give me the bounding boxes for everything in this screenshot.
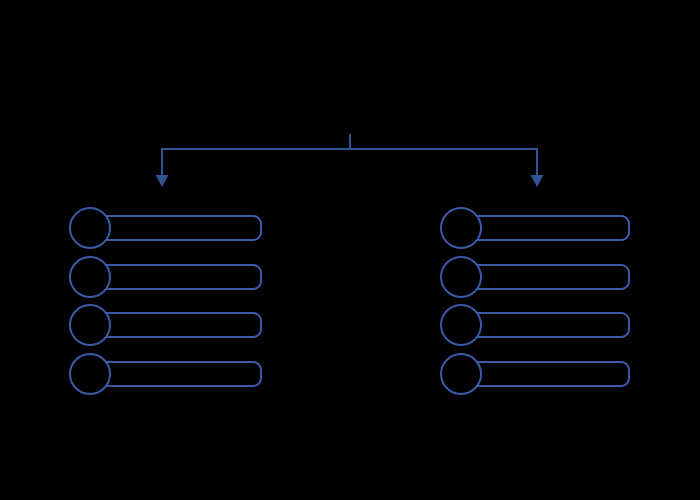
bullet-circle [440,353,482,395]
item-pill [461,361,630,387]
item-pill [461,312,630,338]
down-arrow-icon [155,175,169,187]
connector-lines [161,134,538,176]
bullet-circle [440,256,482,298]
right-branch-list [440,207,630,407]
left-branch-list [69,207,262,407]
bullet-circle [69,256,111,298]
item-pill [90,361,262,387]
bullet-circle [69,353,111,395]
bullet-circle [69,304,111,346]
item-pill [461,264,630,290]
list-item [69,256,262,298]
list-item [69,207,262,249]
item-pill [461,215,630,241]
item-pill [90,312,262,338]
down-arrow-icon [530,175,544,187]
item-pill [90,215,262,241]
bullet-circle [440,304,482,346]
list-item [440,304,630,346]
bullet-circle [69,207,111,249]
list-item [69,353,262,395]
list-item [440,353,630,395]
list-item [69,304,262,346]
list-item [440,207,630,249]
item-pill [90,264,262,290]
list-item [440,256,630,298]
bullet-circle [440,207,482,249]
